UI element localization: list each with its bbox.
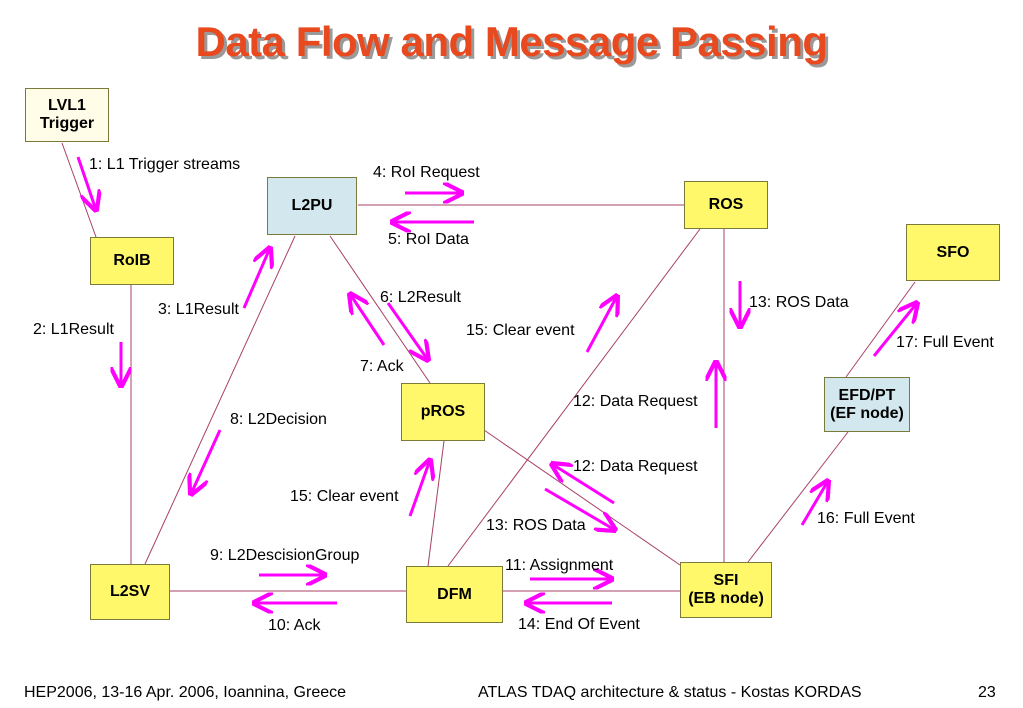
label-m14: 14: End Of Event: [518, 616, 640, 633]
node-sfi: SFI (EB node): [680, 562, 772, 618]
footer-talk-title: ATLAS TDAQ architecture & status - Kosta…: [478, 684, 862, 701]
node-pros: pROS: [401, 383, 485, 441]
node-l2sv: L2SV: [90, 564, 170, 620]
label-m4: 4: RoI Request: [373, 164, 480, 181]
line-sfi-efd: [747, 431, 849, 563]
label-m13a: 13: ROS Data: [749, 294, 849, 311]
node-efd-pt: EFD/PT (EF node): [824, 377, 910, 432]
footer-conference: HEP2006, 13-16 Apr. 2006, Ioannina, Gree…: [24, 684, 347, 701]
node-roib: RoIB: [90, 237, 174, 285]
connection-lines: [61, 142, 916, 592]
label-m15b: 15: Clear event: [290, 488, 399, 505]
line-l2pu-l2sv: [144, 235, 296, 565]
line-pros-sfi: [483, 429, 681, 566]
line-pros-dfm: [427, 440, 445, 567]
line-ros-dfm: [447, 228, 701, 567]
label-m15a: 15: Clear event: [466, 322, 575, 339]
label-m5: 5: RoI Data: [388, 231, 469, 248]
node-dfm: DFM: [406, 566, 503, 623]
page-title: Data Flow and Message Passing: [195, 18, 828, 65]
label-m2: 2: L1Result: [33, 321, 114, 338]
arrow-m8: [191, 429, 222, 494]
arrow-m12b: [544, 487, 615, 530]
arrow-m16: [800, 481, 828, 526]
node-ros: ROS: [684, 181, 768, 229]
label-m7: 7: Ack: [360, 358, 404, 375]
arrow-m15a: [585, 296, 617, 353]
label-m10: 10: Ack: [268, 617, 321, 634]
node-sfo: SFO: [906, 224, 1000, 281]
label-m9: 9: L2DescisionGroup: [210, 547, 360, 564]
label-m11: 11: Assignment: [505, 557, 614, 574]
arrow-m15b: [408, 460, 430, 517]
node-l2pu: L2PU: [267, 177, 357, 235]
line-lvl1-roib: [61, 142, 97, 238]
arrow-m13b: [552, 464, 615, 505]
label-m16: 16: Full Event: [817, 510, 915, 527]
label-m12b: 12: Data Request: [573, 458, 698, 475]
node-lvl1-trigger: LVL1 Trigger: [25, 88, 109, 142]
line-efd-sfo: [845, 281, 916, 378]
label-m8: 8: L2Decision: [230, 411, 327, 428]
footer-page-number: 23: [978, 684, 996, 701]
arrow-m3: [242, 248, 270, 309]
label-m6: 6: L2Result: [380, 289, 461, 306]
arrow-m7: [350, 294, 386, 346]
message-arrows: [76, 156, 917, 603]
arrow-m6: [386, 302, 428, 360]
arrow-m17: [872, 303, 917, 357]
label-m13b: 13: ROS Data: [486, 517, 586, 534]
label-m1: 1: L1 Trigger streams: [89, 156, 241, 173]
label-m3: 3: L1Result: [158, 301, 239, 318]
arrow-m1: [76, 156, 96, 210]
label-m17: 17: Full Event: [896, 334, 994, 351]
label-m12a: 12: Data Request: [573, 393, 698, 410]
